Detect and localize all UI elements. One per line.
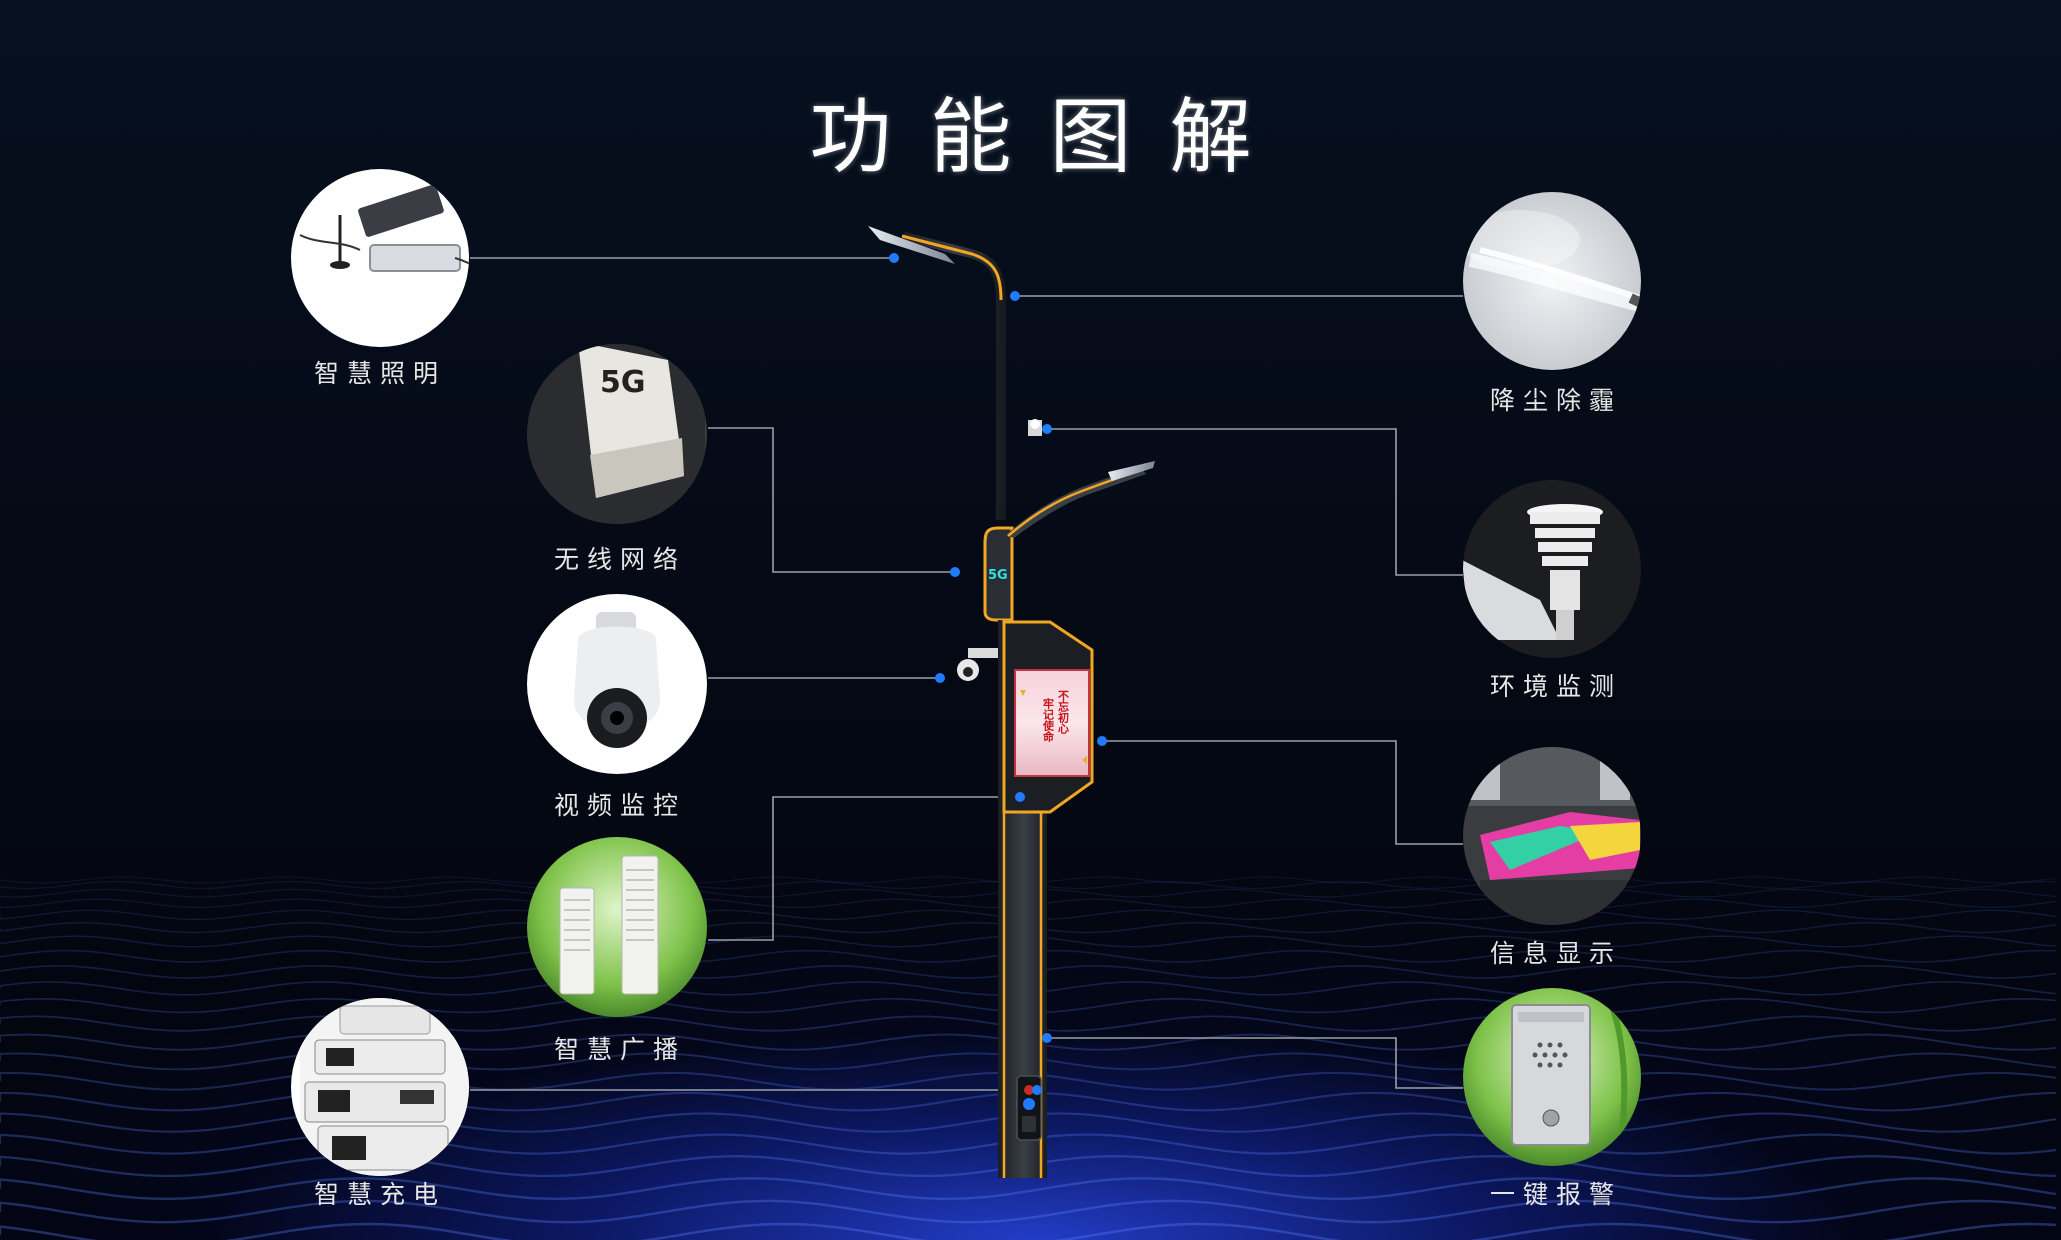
connector-alarm <box>1047 1037 1463 1089</box>
upper-lamp-head <box>868 226 955 264</box>
dot-wireless <box>950 567 960 577</box>
feature-label-video: 视频监控 <box>553 791 687 820</box>
connector-broadcast <box>708 796 1020 941</box>
feature-label-wireless: 无线网络 <box>553 545 687 574</box>
dome-camera-icon <box>574 612 660 748</box>
feature-label-display: 信息显示 <box>1489 939 1623 968</box>
feature-label-alarm: 一键报警 <box>1489 1180 1623 1209</box>
emergency-call-icon <box>1511 998 1628 1151</box>
connector-display <box>1102 740 1463 845</box>
feature-alarm-image <box>1463 988 1641 1166</box>
feature-video-image <box>527 594 707 774</box>
ev-charger-icon <box>300 998 469 1176</box>
screen-text-2: 牢记使命 <box>1042 697 1056 743</box>
feature-charging-image <box>291 998 469 1176</box>
feature-wireless-image: 5G <box>527 344 707 524</box>
dot-display <box>1097 736 1107 746</box>
dot-environment <box>1042 424 1052 434</box>
feature-label-dust: 降尘除霾 <box>1489 386 1623 415</box>
screen-text-1: 不忘初心 <box>1057 690 1070 735</box>
led-display-icon <box>1463 747 1641 925</box>
dot-alarm <box>1042 1033 1052 1043</box>
5g-antenna-icon: 5G <box>527 344 705 524</box>
feature-label-environment: 环境监测 <box>1489 672 1623 701</box>
weather-sensor-icon <box>1463 504 1603 640</box>
feature-lighting-image <box>291 169 469 347</box>
feature-label-broadcast: 智慧广播 <box>553 1035 687 1064</box>
connector-wireless <box>708 427 955 573</box>
feature-environment-image <box>1463 480 1641 658</box>
page-title: 功能图解 <box>809 90 1290 185</box>
dot-charging <box>1032 1085 1042 1095</box>
column-speaker-icon <box>559 855 659 995</box>
pole-5g-badge: 5G <box>988 568 1008 583</box>
water-mist-icon <box>1463 210 1641 312</box>
wave-line <box>0 1199 2057 1224</box>
smart-light-controller-icon <box>299 184 469 276</box>
dot-video <box>935 673 945 683</box>
svg-text:5G: 5G <box>600 365 646 400</box>
feature-display-image <box>1463 747 1641 925</box>
dot-lighting <box>889 253 899 263</box>
feature-label-lighting: 智慧照明 <box>313 359 447 388</box>
wave-line <box>0 1222 2057 1240</box>
info-screen <box>1015 670 1089 776</box>
smart-pole: 5G 不忘初心 牢记使命 <box>868 226 1155 1178</box>
wave-line <box>0 1177 2057 1201</box>
lower-lamp-head <box>1108 461 1155 481</box>
feature-dust-image <box>1463 192 1641 370</box>
feature-label-charging: 智慧充电 <box>313 1180 447 1209</box>
feature-broadcast-image <box>527 837 707 1017</box>
connector-environment <box>1047 428 1463 576</box>
pole-camera-icon <box>957 648 998 681</box>
dot-dust <box>1010 291 1020 301</box>
dot-broadcast <box>1015 792 1025 802</box>
